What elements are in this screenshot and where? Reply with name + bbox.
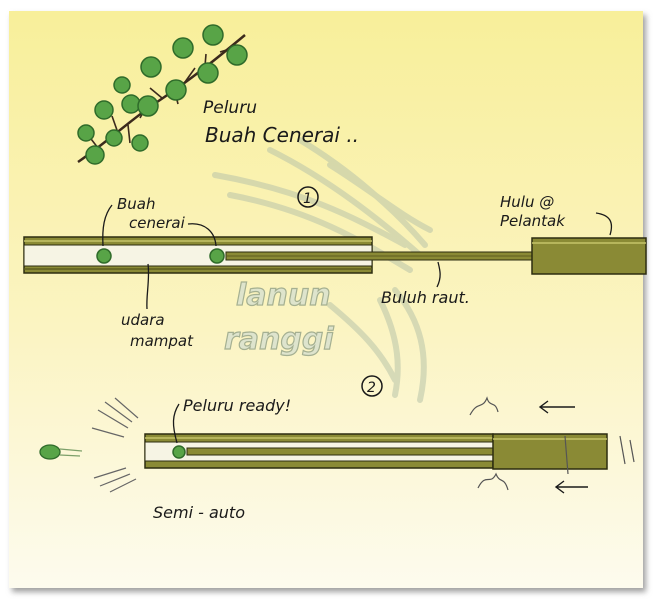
label-hulu-line1: Hulu @ bbox=[500, 193, 554, 211]
label-udara-line1: udara bbox=[121, 311, 165, 329]
leader-buah-right bbox=[187, 223, 217, 247]
label-semi-auto: Semi - auto bbox=[153, 503, 245, 522]
leader-udara bbox=[146, 263, 150, 310]
step-two-number: 2 bbox=[367, 380, 376, 396]
berry-in-tube-back bbox=[209, 248, 225, 264]
paper-background bbox=[9, 11, 643, 588]
blast-lines bbox=[91, 397, 139, 493]
leader-buah-left bbox=[102, 204, 113, 247]
tube-one bbox=[23, 236, 373, 274]
leader-buluh bbox=[436, 261, 441, 288]
label-peluru-ready: Peluru ready! bbox=[183, 396, 291, 415]
leader-peluru-ready bbox=[172, 403, 180, 444]
title-line2: Buah Cenerai .. bbox=[205, 123, 359, 147]
label-buluh-raut: Buluh raut. bbox=[381, 288, 470, 307]
watermark-text: lanun ranggi bbox=[223, 277, 335, 357]
push-arrows bbox=[538, 400, 588, 494]
label-buah-line1: Buah bbox=[117, 195, 156, 213]
watermark-line1: lanun bbox=[236, 278, 331, 313]
watermark-line2: ranggi bbox=[224, 322, 334, 357]
step-one-circle bbox=[297, 186, 319, 208]
berry-in-tube-front bbox=[96, 248, 112, 264]
watermark-feather bbox=[212, 137, 433, 403]
rammer-handle-one bbox=[531, 237, 647, 275]
step-one-number: 1 bbox=[303, 191, 312, 207]
rammer-rod-two bbox=[186, 447, 494, 456]
label-buah-line2: cenerai bbox=[129, 214, 186, 232]
branch-stem bbox=[77, 34, 246, 164]
leader-hulu bbox=[595, 212, 613, 236]
flying-berry bbox=[39, 444, 83, 460]
berry-loaded bbox=[172, 445, 186, 459]
title-line1: Peluru bbox=[203, 98, 257, 118]
motion-marks bbox=[469, 396, 635, 491]
label-udara-line2: mampat bbox=[130, 332, 194, 350]
label-hulu-line2: Pelantak bbox=[500, 212, 566, 230]
step-two-circle bbox=[361, 375, 383, 397]
berry-branch bbox=[77, 24, 248, 165]
rammer-rod-one bbox=[225, 251, 533, 261]
rammer-handle-two bbox=[492, 433, 608, 470]
